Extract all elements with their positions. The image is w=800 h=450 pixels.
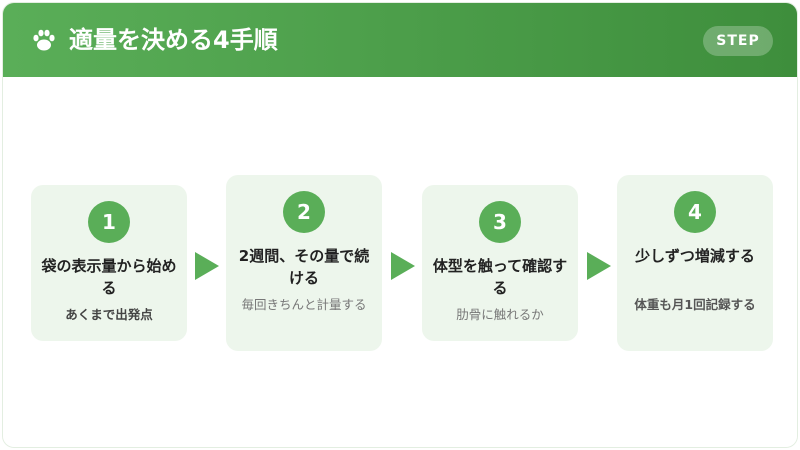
step-number-badge: 4	[674, 191, 716, 233]
header-bar: 適量を決める4手順 STEP	[3, 3, 797, 77]
arrow-right-icon	[391, 252, 415, 280]
paw-icon	[33, 29, 55, 51]
step-number-badge: 1	[88, 201, 130, 243]
step-title: 体型を触って確認する	[432, 257, 568, 297]
step-title: 2週間、その量で続ける	[238, 247, 370, 287]
page-title: 適量を決める4手順	[69, 26, 278, 54]
arrow-right-icon	[195, 252, 219, 280]
step-number-badge: 3	[479, 201, 521, 243]
step-number-badge: 2	[283, 191, 325, 233]
step-card-2: 2 2週間、その量で続ける 毎回きちんと計量する	[226, 175, 382, 351]
step-badge: STEP	[703, 26, 773, 56]
step-subtitle: 体重も月1回記録する	[634, 297, 756, 312]
step-card-3: 3 体型を触って確認する 肋骨に触れるか	[422, 185, 578, 341]
step-card-1: 1 袋の表示量から始める あくまで出発点	[31, 185, 187, 341]
arrow-right-icon	[587, 252, 611, 280]
step-subtitle: あくまで出発点	[65, 307, 153, 322]
step-subtitle: 毎回きちんと計量する	[241, 297, 367, 312]
step-title: 少しずつ増減する	[635, 247, 755, 265]
step-subtitle: 肋骨に触れるか	[456, 307, 544, 322]
step-title: 袋の表示量から始める	[41, 257, 177, 297]
step-card-4: 4 少しずつ増減する 体重も月1回記録する	[617, 175, 773, 351]
